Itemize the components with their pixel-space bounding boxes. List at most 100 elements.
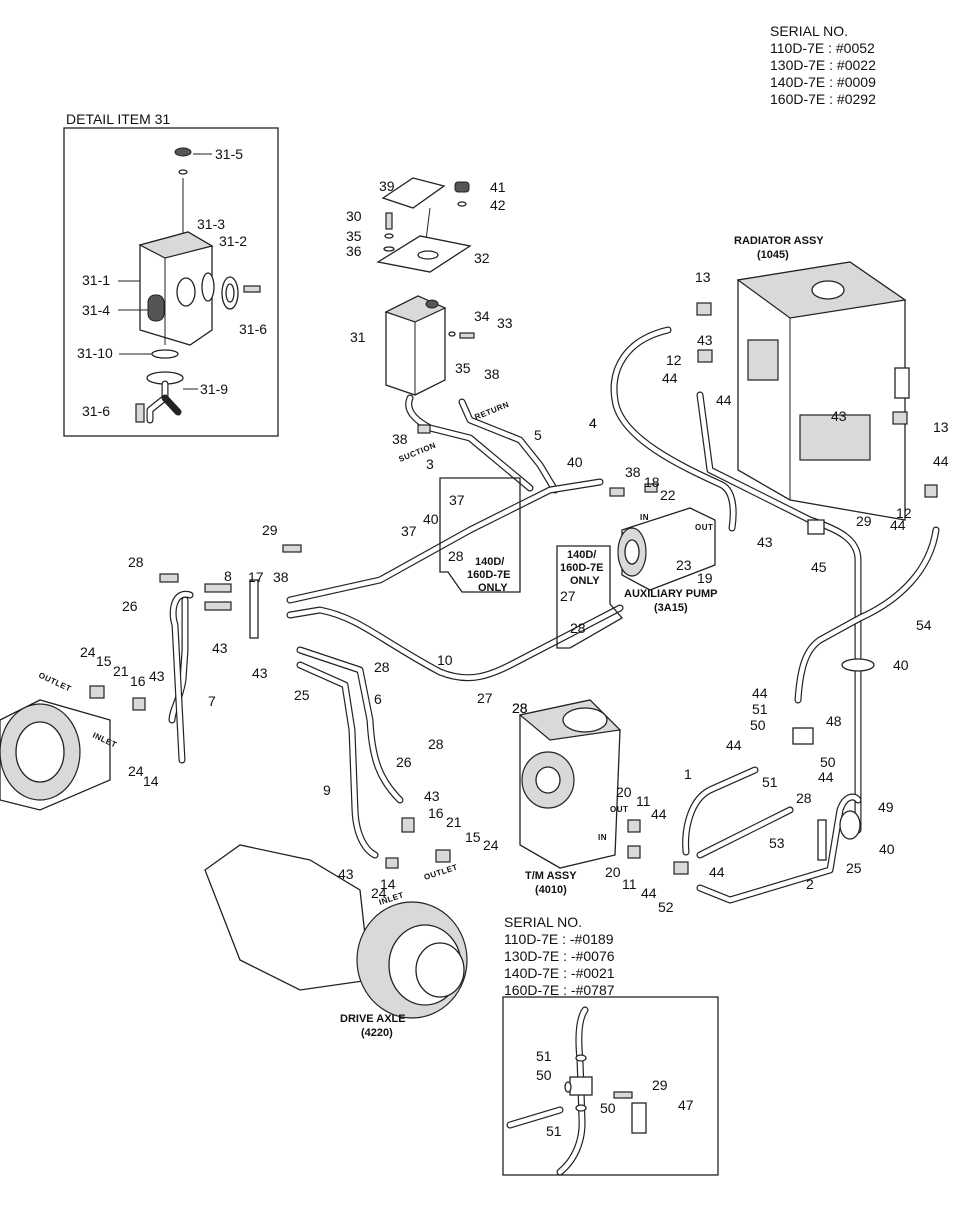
- callout: 28: [570, 620, 586, 636]
- callout: 43: [338, 866, 354, 882]
- pipe-main: [286, 478, 604, 604]
- callout: 50: [750, 717, 766, 733]
- clamp-45: [807, 519, 825, 535]
- bolt-31-6a: [243, 285, 261, 293]
- bracket-17: [249, 579, 259, 639]
- note-left-3: ONLY: [478, 582, 508, 594]
- serial-top-line-3: 140D-7E : #0009: [770, 74, 876, 90]
- oring-31-10: [151, 349, 179, 359]
- note-right: 140D/ 160D-7E ONLY: [556, 545, 624, 649]
- inset-callout: 47: [678, 1097, 694, 1113]
- callout: 27: [477, 690, 493, 706]
- bolt-31-6b: [135, 403, 145, 423]
- inset-callout: 50: [536, 1067, 552, 1083]
- callout: 50: [820, 754, 836, 770]
- callout: 28: [374, 659, 390, 675]
- inset-detail: 51 50 50 51 29 47: [502, 996, 719, 1176]
- callout: 40: [893, 657, 909, 673]
- serial-bottom-title: SERIAL NO.: [504, 914, 582, 930]
- bolt-33: [459, 332, 475, 339]
- radiator-assembly: RADIATOR ASSY (1045): [734, 235, 910, 521]
- drive-axle-title: DRIVE AXLE: [340, 1013, 406, 1025]
- callout: 4: [589, 415, 597, 431]
- inset-callout: 50: [600, 1100, 616, 1116]
- sight-gauge-31-4: [147, 294, 165, 322]
- drive-axle: INLET OUTLET DRIVE AXLE (4220): [204, 844, 468, 1039]
- note-right-1: 140D/: [567, 549, 596, 561]
- serial-number-top: SERIAL NO. 110D-7E : #0052 130D-7E : #00…: [770, 23, 876, 107]
- return-stamp: RETURN: [473, 400, 510, 422]
- callout: 44: [651, 806, 667, 822]
- callout: 24: [128, 763, 144, 779]
- callout: 8: [224, 568, 232, 584]
- callout: 2: [806, 876, 814, 892]
- label-31-5: 31-5: [215, 146, 243, 162]
- callout: 43: [697, 332, 713, 348]
- callout: 53: [769, 835, 785, 851]
- inset-callout: 51: [536, 1048, 552, 1064]
- callout: 38: [392, 431, 408, 447]
- callout: 43: [212, 640, 228, 656]
- note-left: 140D/ 160D-7E ONLY: [439, 477, 521, 594]
- pump-out-stamp: OUT: [695, 523, 713, 532]
- inset-callout: 29: [652, 1077, 668, 1093]
- callout: 22: [660, 487, 676, 503]
- serial-top-title: SERIAL NO.: [770, 23, 848, 39]
- label-31-10: 31-10: [77, 345, 113, 361]
- pipe-10: [286, 604, 624, 682]
- label-31-6-top: 31-6: [239, 321, 267, 337]
- callout: 44: [662, 370, 678, 386]
- detail-item-31: DETAIL ITEM 31 31-5 31-3 31-2 31-1 31-4: [63, 111, 279, 437]
- callout: 20: [616, 784, 632, 800]
- tm-title: T/M ASSY: [525, 870, 577, 882]
- detail-title: DETAIL ITEM 31: [66, 111, 170, 127]
- callout: 20: [605, 864, 621, 880]
- tm-code: (4010): [535, 884, 567, 896]
- serial-top-line-2: 130D-7E : #0022: [770, 57, 876, 73]
- callout: 28: [428, 736, 444, 752]
- auxiliary-pump: OUT IN AUXILIARY PUMP (3A15): [617, 507, 718, 614]
- aux-pump-title: AUXILIARY PUMP: [624, 588, 718, 600]
- callout: 28: [128, 554, 144, 570]
- cap-31-5: [174, 147, 192, 157]
- callout: 52: [658, 899, 674, 915]
- fittings: [89, 302, 938, 875]
- callout: 12: [896, 505, 912, 521]
- aux-pump-code: (3A15): [654, 602, 688, 614]
- breather-41: [454, 181, 470, 193]
- callout: 34: [474, 308, 490, 324]
- serial-bottom-line-4: 160D-7E : -#0787: [504, 982, 615, 998]
- serial-bottom-line-3: 140D-7E : -#0021: [504, 965, 615, 981]
- callout: 13: [695, 269, 711, 285]
- callout: 19: [697, 570, 713, 586]
- cover-39: [381, 177, 446, 209]
- callout: 16: [428, 805, 444, 821]
- callout: 44: [726, 737, 742, 753]
- serial-top-line-1: 110D-7E : #0052: [770, 40, 875, 56]
- callout: 24: [371, 885, 387, 901]
- callout: 15: [465, 829, 481, 845]
- callout: 44: [818, 769, 834, 785]
- hydraulic-tank: [376, 177, 475, 396]
- gasket-31-3: [201, 272, 215, 302]
- callout: 36: [346, 243, 362, 259]
- callout: 51: [762, 774, 778, 790]
- callout: 30: [346, 208, 362, 224]
- transmission-assembly: OUT IN T/M ASSY (4010): [518, 699, 628, 896]
- label-31-2: 31-2: [219, 233, 247, 249]
- callout: 25: [294, 687, 310, 703]
- callout: 6: [374, 691, 382, 707]
- callout: 16: [130, 673, 146, 689]
- callout: 23: [676, 557, 692, 573]
- callout: 32: [474, 250, 490, 266]
- note-right-2: 160D-7E: [560, 562, 603, 574]
- label-31-3: 31-3: [197, 216, 225, 232]
- callout: 43: [831, 408, 847, 424]
- callout: 26: [396, 754, 412, 770]
- callout: 43: [757, 534, 773, 550]
- callout: 54: [916, 617, 932, 633]
- callout: 31: [350, 329, 366, 345]
- callout: 44: [716, 392, 732, 408]
- callout: 44: [752, 685, 768, 701]
